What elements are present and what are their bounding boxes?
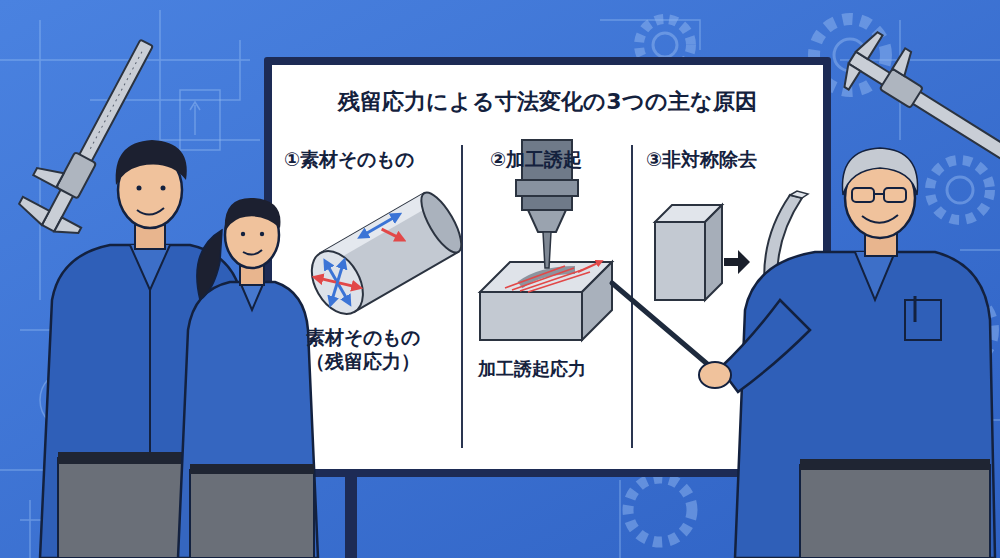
caliper-right-part <box>837 64 861 90</box>
pointer-stick-part <box>612 283 712 368</box>
person-right-part <box>800 465 990 558</box>
blueprint-lines-part <box>180 90 220 150</box>
caliper-right-part <box>848 52 1000 159</box>
cylinder-figure-part <box>382 223 401 245</box>
gear-icons-part <box>930 160 990 220</box>
person-right <box>699 148 995 558</box>
milling-figure <box>480 140 612 340</box>
asymmetric-removal-figure-part <box>655 222 705 300</box>
figure-caption: 加工誘起応力 <box>478 358 586 381</box>
person-middle-part <box>260 232 264 236</box>
person-right-part <box>735 252 995 558</box>
person-left-part <box>130 245 170 290</box>
milling-figure-part <box>505 266 590 292</box>
gear-icons-part <box>628 478 692 542</box>
figure-caption: 素材そのもの （残留応力） <box>306 326 428 374</box>
person-right-part <box>862 215 898 223</box>
caliper-left-part <box>90 52 142 149</box>
column-heading: ①素材そのもの <box>284 148 414 172</box>
blueprint-lines-part <box>190 102 200 135</box>
caliper-left-part <box>33 161 63 187</box>
person-left-part <box>116 140 187 185</box>
person-middle-part <box>178 282 318 558</box>
person-middle-part <box>190 470 314 558</box>
person-left-part <box>137 186 142 191</box>
milling-figure-part <box>543 232 551 268</box>
person-right-part <box>720 300 810 392</box>
milling-figure-part <box>578 262 600 272</box>
column-heading: ②加工誘起 <box>490 148 582 172</box>
person-right-part <box>699 362 731 388</box>
person-middle-part <box>241 232 245 236</box>
person-right-part <box>884 188 906 202</box>
person-left-part <box>137 208 164 215</box>
board-title: 残留応力による寸法変化の3つの主な原因 <box>272 88 823 116</box>
person-right-part <box>800 459 990 470</box>
milling-figure-part <box>480 292 582 340</box>
cylinder-figure-part <box>301 242 373 323</box>
person-right-part <box>855 252 895 300</box>
column-divider <box>461 145 463 448</box>
caliper-left-part <box>54 217 81 241</box>
asymmetric-removal-figure-part <box>790 191 808 198</box>
person-middle-part <box>197 230 222 300</box>
milling-figure-part <box>516 180 578 196</box>
person-middle-part <box>225 198 281 232</box>
caliper-left-part <box>15 197 49 225</box>
cylinder-figure-part <box>317 263 357 302</box>
asymmetric-removal-figure-part <box>724 250 750 274</box>
column-heading: ③非対称除去 <box>646 148 757 172</box>
person-middle <box>178 198 318 558</box>
person-middle-part <box>190 464 314 474</box>
asymmetric-removal-figure-part <box>705 205 722 300</box>
person-left-part <box>149 290 151 470</box>
person-right-part <box>874 193 884 195</box>
gear-icons-part <box>947 177 973 203</box>
person-right-part <box>852 188 874 202</box>
cylinder-figure-part <box>414 187 469 258</box>
cylinder-figure <box>301 187 468 323</box>
person-middle-part <box>240 282 264 310</box>
person-right-part <box>914 296 917 322</box>
gear-icons-part <box>653 33 677 57</box>
caliper-right-part <box>892 48 917 76</box>
milling-figure-part <box>528 210 566 232</box>
person-right-part <box>905 300 941 340</box>
caliper-right-part <box>856 28 883 59</box>
cylinder-figure-part <box>317 263 357 302</box>
person-middle-part <box>243 250 262 255</box>
blueprint-lines <box>0 10 1000 558</box>
person-left-part <box>161 186 166 191</box>
board-leg <box>345 470 357 558</box>
pointer-stick <box>612 283 712 368</box>
